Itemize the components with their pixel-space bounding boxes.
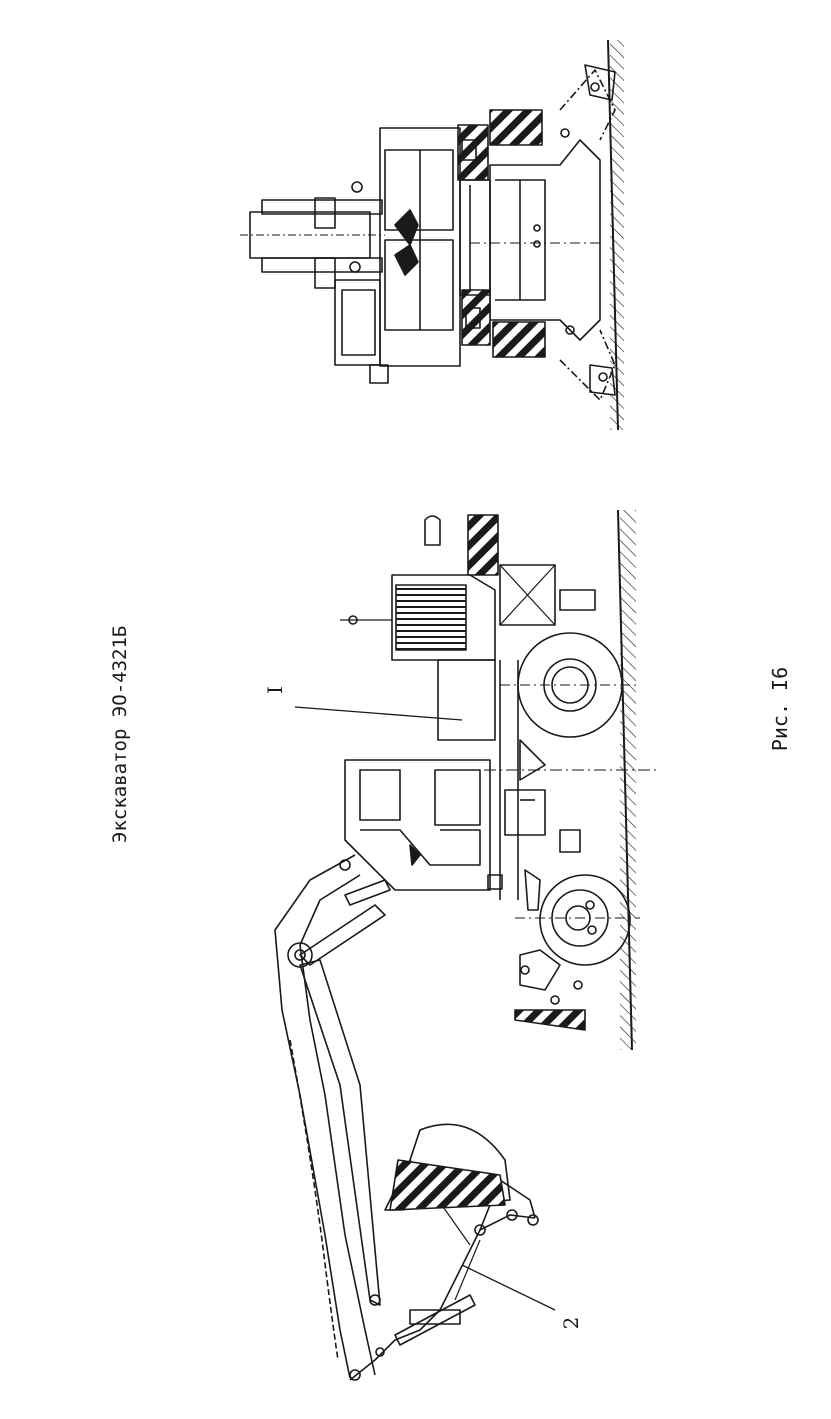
side-view: [274, 509, 660, 1381]
figure-caption: Рис. I6: [768, 666, 792, 752]
end-view: [240, 39, 624, 431]
callout-label-2: 2: [559, 1317, 583, 1330]
figure-title: Экскаватор ЭО-4321Б: [109, 625, 131, 843]
callout-label-1: I: [263, 686, 287, 694]
